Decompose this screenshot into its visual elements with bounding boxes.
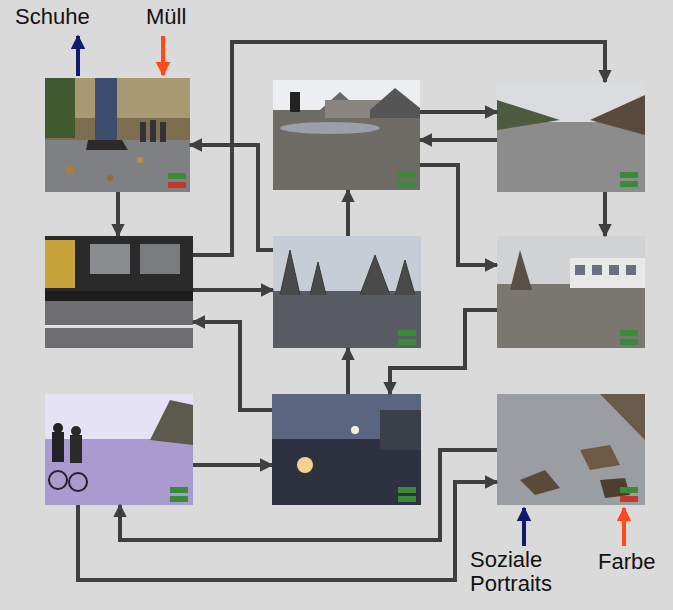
photo-scene (273, 236, 421, 348)
photo-scene (497, 236, 645, 348)
photo-label: Müll (146, 5, 216, 29)
flow-arrow (190, 145, 273, 250)
photo-node (497, 82, 645, 192)
photo-label: Farbe (598, 550, 668, 574)
photo-node (273, 80, 420, 190)
photo-label: Soziale Portraits (470, 548, 582, 596)
photo-scene (45, 236, 193, 348)
photo-scene (497, 394, 645, 505)
flow-arrow (420, 110, 497, 114)
photo-node: SchuheMüll (45, 78, 190, 192)
photo-node (45, 236, 193, 348)
photo-label: Schuhe (15, 5, 115, 29)
photo-scene (272, 394, 421, 505)
flow-arrow (346, 190, 350, 236)
flow-arrow (193, 42, 605, 255)
flow-arrow (120, 450, 497, 540)
photo-scene (497, 82, 645, 192)
flow-arrow (116, 192, 120, 236)
flow-arrow (193, 463, 272, 467)
flow-arrow (78, 482, 497, 580)
flow-arrow (603, 192, 607, 236)
photo-node (272, 394, 421, 505)
photo-node (497, 236, 645, 348)
flow-arrow (193, 322, 272, 410)
label-arrow (76, 36, 80, 76)
flow-arrow (390, 310, 497, 394)
photo-scene (45, 394, 193, 505)
flow-arrow (193, 288, 273, 292)
photo-node (273, 236, 421, 348)
photo-node (45, 394, 193, 505)
flow-arrow (346, 348, 350, 394)
label-arrow (522, 508, 526, 546)
flow-arrow (420, 165, 497, 265)
label-arrow (161, 36, 165, 75)
photo-scene (45, 78, 190, 192)
photo-scene (273, 80, 420, 190)
photo-node: Soziale PortraitsFarbe (497, 394, 645, 505)
flow-arrow (420, 138, 497, 142)
label-arrow (622, 508, 626, 546)
